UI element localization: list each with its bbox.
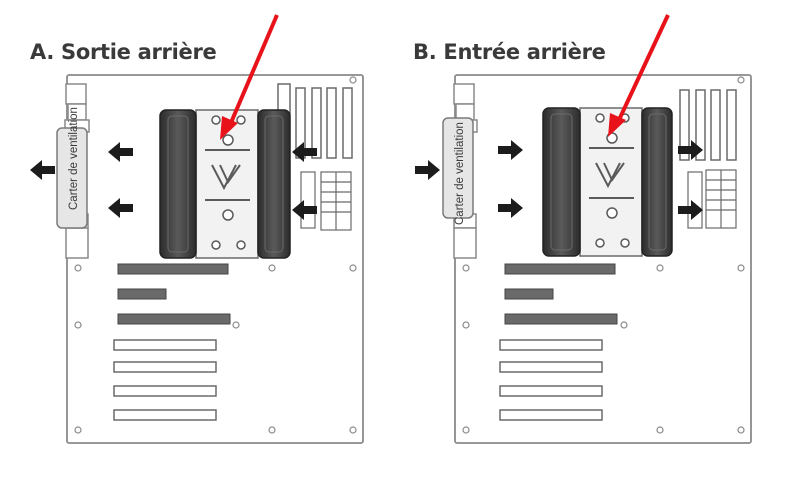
fan-right (257, 109, 291, 259)
panel-a: Carter de ventilation (30, 14, 364, 444)
rear-io-ports (64, 83, 90, 259)
airflow-arrow-right-icon (498, 198, 523, 218)
power-connectors (687, 169, 737, 229)
vent-label: Carter de ventilation (68, 107, 80, 210)
airflow-arrow-right-icon (498, 140, 523, 160)
ram-slots (277, 83, 353, 159)
fan-left (159, 109, 197, 259)
red-pointer-arrow-icon (220, 14, 279, 140)
airflow-arrow-left-icon (292, 142, 317, 162)
pcie-slots (499, 263, 618, 421)
airflow-arrow-left-icon (30, 160, 55, 180)
mounting-holes (462, 76, 745, 434)
ram-slots (679, 89, 737, 161)
power-connectors (300, 171, 352, 231)
airflow-arrows (30, 142, 317, 220)
airflow-arrow-left-icon (108, 142, 133, 162)
cpu-cooler (159, 109, 291, 259)
vent-label: Carter de ventilation (454, 122, 466, 225)
fan-right (641, 107, 673, 257)
motherboard-outline (454, 74, 752, 444)
pcie-slots (113, 263, 231, 421)
cpu-cooler (542, 107, 673, 257)
fan-left (542, 107, 581, 257)
airflow-arrow-left-icon (292, 200, 317, 220)
mounting-holes (74, 76, 357, 434)
airflow-arrow-right-icon (678, 140, 703, 160)
red-pointer-arrow-icon (608, 14, 670, 137)
airflow-arrow-right-icon (678, 200, 703, 220)
airflow-arrow-right-icon (415, 160, 440, 180)
airflow-arrows (415, 140, 703, 220)
panel-b-title: B. Entrée arrière (413, 40, 606, 64)
panel-a-title: A. Sortie arrière (30, 40, 217, 64)
panel-b: Carter de ventilation (415, 14, 752, 444)
exhaust-vent-housing (56, 127, 88, 229)
airflow-arrow-left-icon (108, 198, 133, 218)
intake-vent-housing (442, 117, 474, 219)
